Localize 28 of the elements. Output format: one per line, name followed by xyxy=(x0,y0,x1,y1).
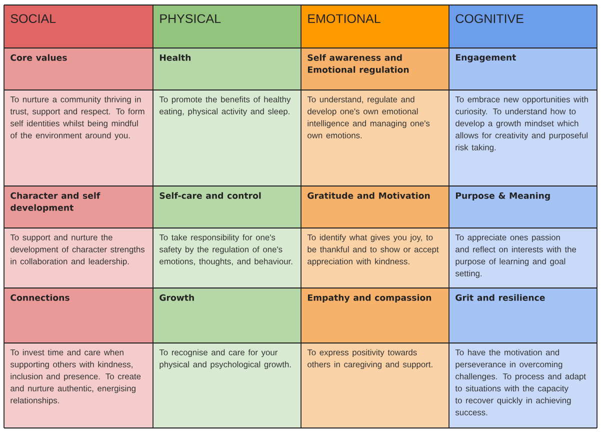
description-cell: To embrace new opportunities with curiosity. To understand how to develop a growth mindset which allows for creativity and purposeful risk taking. xyxy=(449,90,597,186)
category-cell: Gratitude and Motivation xyxy=(301,186,449,228)
description-cell: To appreciate ones passion and reflect on interests with the purpose of learning and goal setting. xyxy=(449,228,597,288)
column-header-cell: SOCIAL xyxy=(4,5,153,48)
description-cell: To invest time and care when supporting others with kindness, inclusion and presence. To create and nurture authentic, energising relationships. xyxy=(4,343,153,428)
category-cell: Character and self development xyxy=(4,186,153,228)
column-header-cell: COGNITIVE xyxy=(449,5,597,48)
column-header-cell: EMOTIONAL xyxy=(301,5,449,48)
column-header-cell: PHYSICAL xyxy=(153,5,301,48)
category-cell: Core values xyxy=(4,48,153,90)
category-cell: Purpose & Meaning xyxy=(449,186,597,228)
description-cell: To understand, regulate and develop one's own emotional intelligence and managing one's own emotions. xyxy=(301,90,449,186)
category-cell: Self awareness and Emotional regulation xyxy=(301,48,449,90)
description-cell: To have the motivation and perseverance in overcoming challenges. To process and adapt to situations with the capacity to recover quickly in achieving success. xyxy=(449,343,597,428)
category-cell: Grit and resilience xyxy=(449,288,597,343)
description-cell: To promote the benefits of healthy eating, physical activity and sleep. xyxy=(153,90,301,186)
description-cell: To take responsibility for one's safety by the regulation of one's emotions, thoughts, and behaviour. xyxy=(153,228,301,288)
category-cell: Self-care and control xyxy=(153,186,301,228)
category-cell: Engagement xyxy=(449,48,597,90)
description-cell: To recognise and care for your physical and psychological growth. xyxy=(153,343,301,428)
description-cell: To identify what gives you joy, to be thankful and to show or accept appreciation with kindness. xyxy=(301,228,449,288)
category-cell: Connections xyxy=(4,288,153,343)
category-cell: Empathy and compassion xyxy=(301,288,449,343)
description-cell: To express positivity towards others in caregiving and support. xyxy=(301,343,449,428)
category-cell: Growth xyxy=(153,288,301,343)
description-cell: To support and nurture the development of character strengths in collaboration and leadership. xyxy=(4,228,153,288)
description-cell: To nurture a community thriving in trust, support and respect. To form self identities whilst being mindful of the environment around you. xyxy=(4,90,153,186)
category-cell: Health xyxy=(153,48,301,90)
